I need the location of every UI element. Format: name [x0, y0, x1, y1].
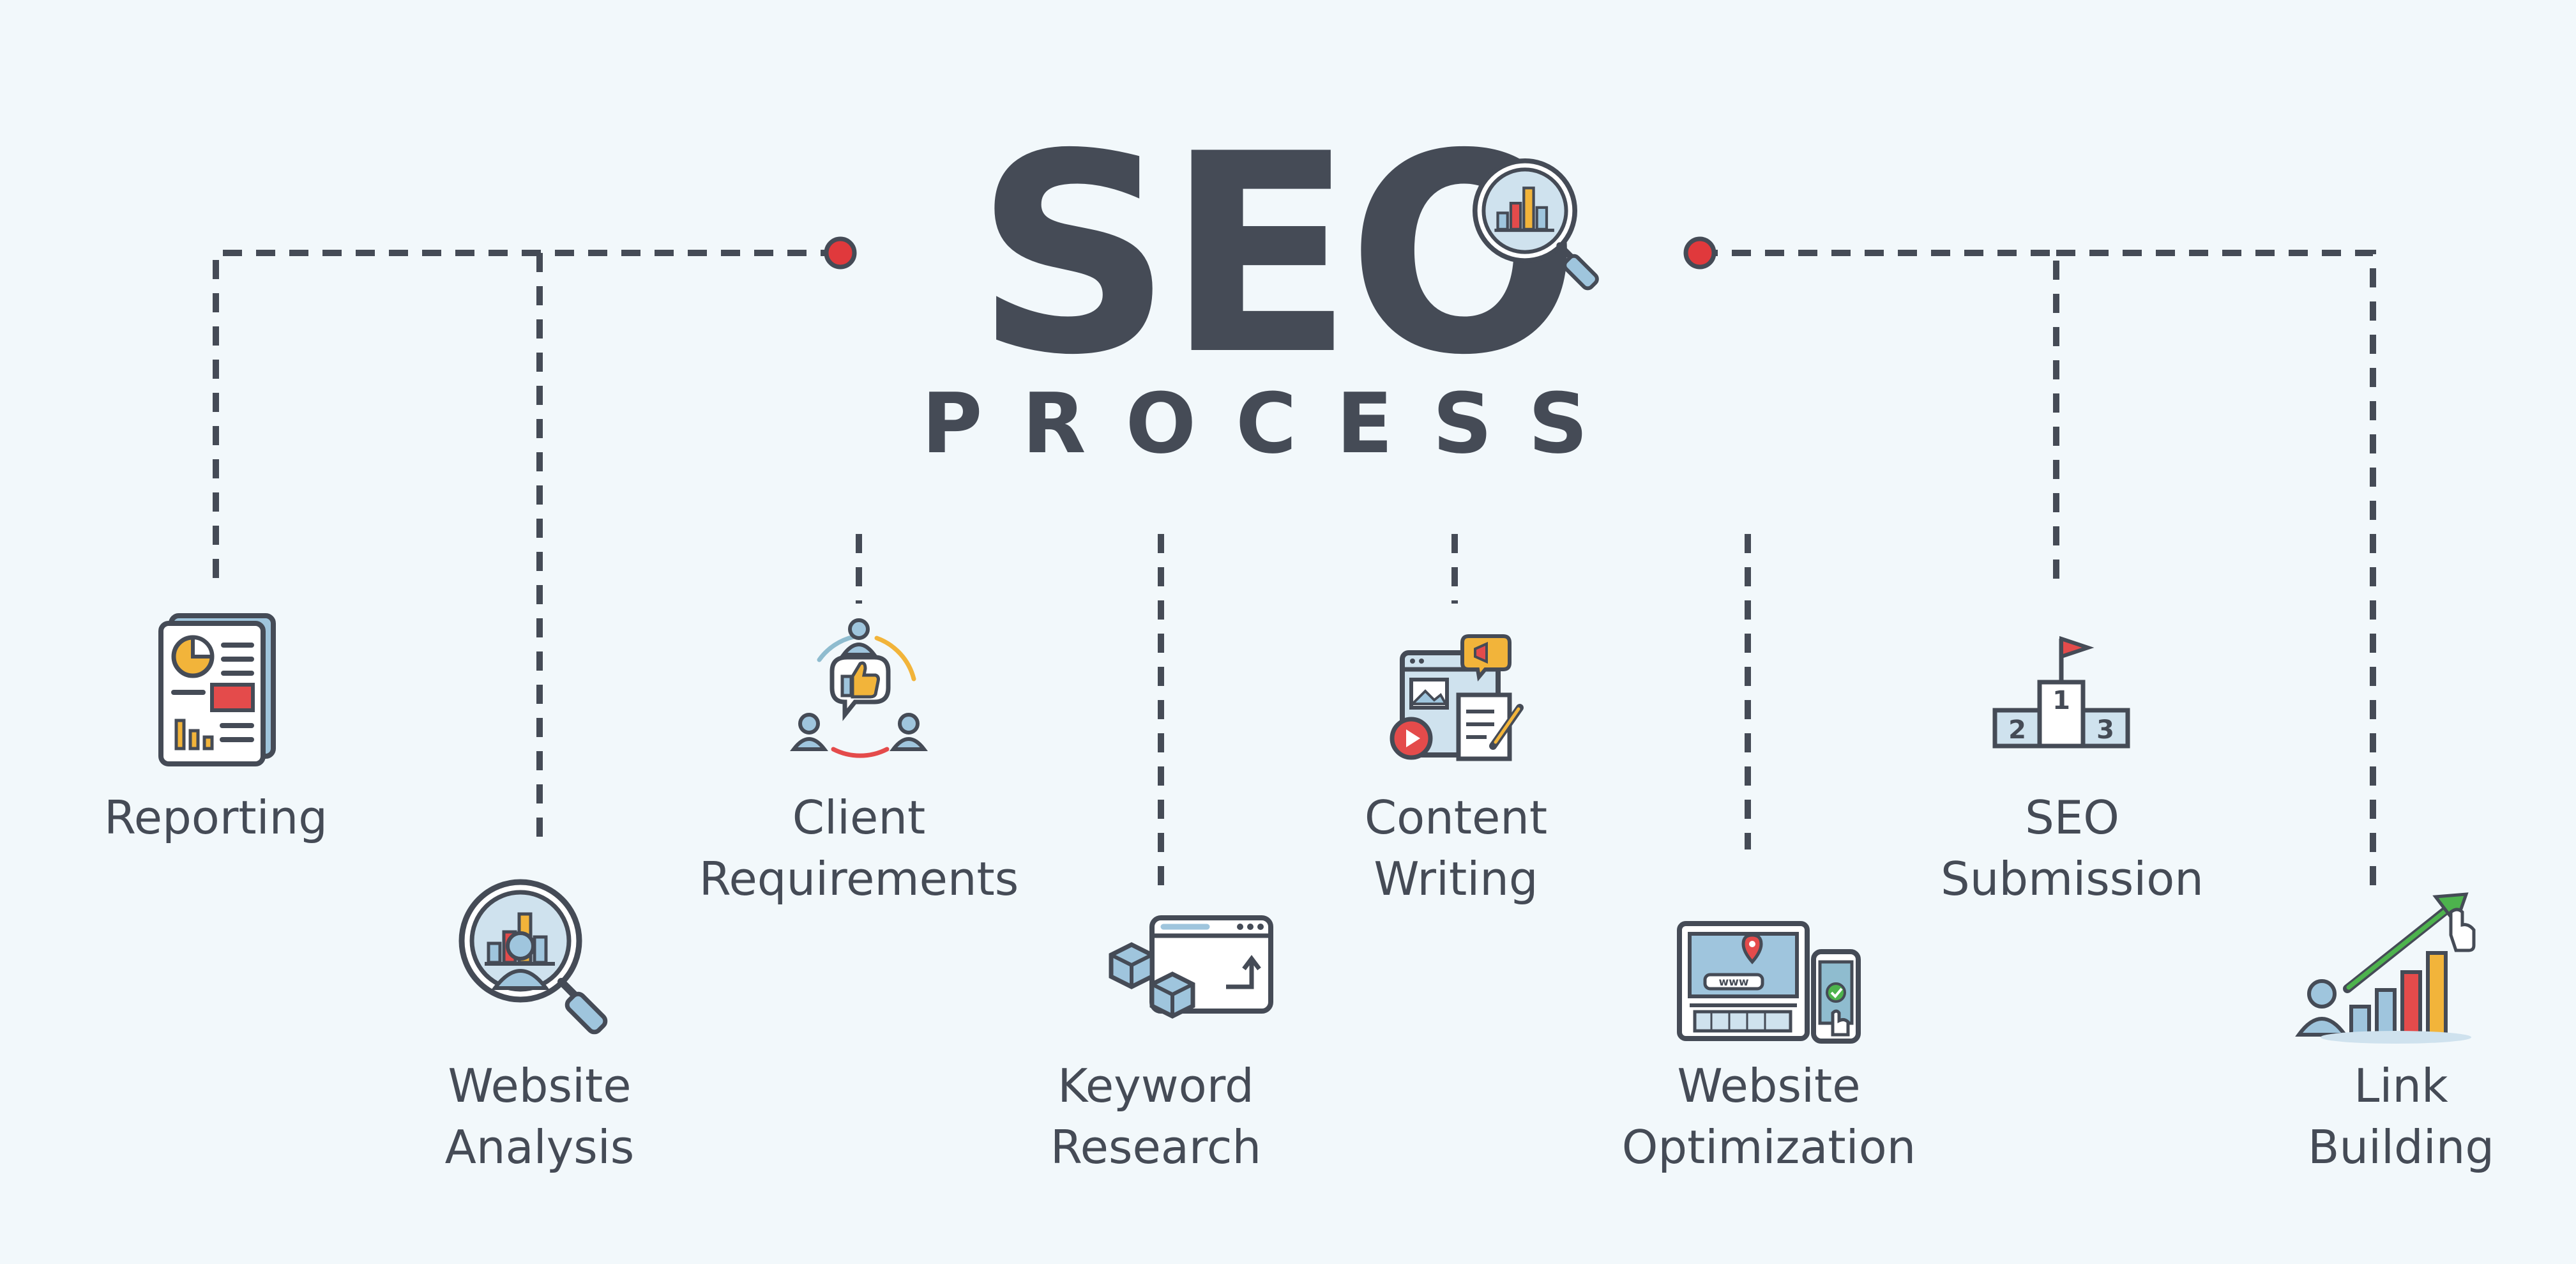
connectors: [213, 250, 2376, 895]
label-reporting: Reporting: [103, 791, 328, 844]
connector-seo-submission: [1699, 250, 2059, 583]
magnifier-user-icon: [462, 882, 608, 1035]
content-media-icon: [1392, 636, 1520, 759]
podium-flag-icon: [1995, 639, 2128, 746]
label-seo-submission: SEO Submission: [1941, 791, 2204, 906]
label-client-requirements: Client Requirements: [699, 791, 1019, 906]
label-website-analysis: Website Analysis: [444, 1059, 635, 1174]
label-content-writing: Content Writing: [1364, 791, 1548, 906]
connector-link-building: [2056, 250, 2376, 895]
client-feedback-icon: [794, 620, 924, 756]
label-website-optimization: Website Optimization: [1621, 1059, 1916, 1174]
computer-phone-icon: [1679, 924, 1858, 1041]
label-keyword-research: Keyword Research: [1050, 1059, 1262, 1174]
right-connector-dot: [1683, 236, 1716, 270]
label-link-building: Link Building: [2307, 1059, 2495, 1174]
growth-chart-icon: [2299, 894, 2474, 1044]
browser-cubes-icon: [1111, 918, 1271, 1016]
report-document-icon: [161, 616, 273, 764]
title-main: SEO: [975, 96, 1575, 415]
connector-reporting: [213, 250, 840, 583]
title-subtitle: PROCESS: [921, 375, 1628, 472]
left-connector-dot: [824, 236, 857, 270]
